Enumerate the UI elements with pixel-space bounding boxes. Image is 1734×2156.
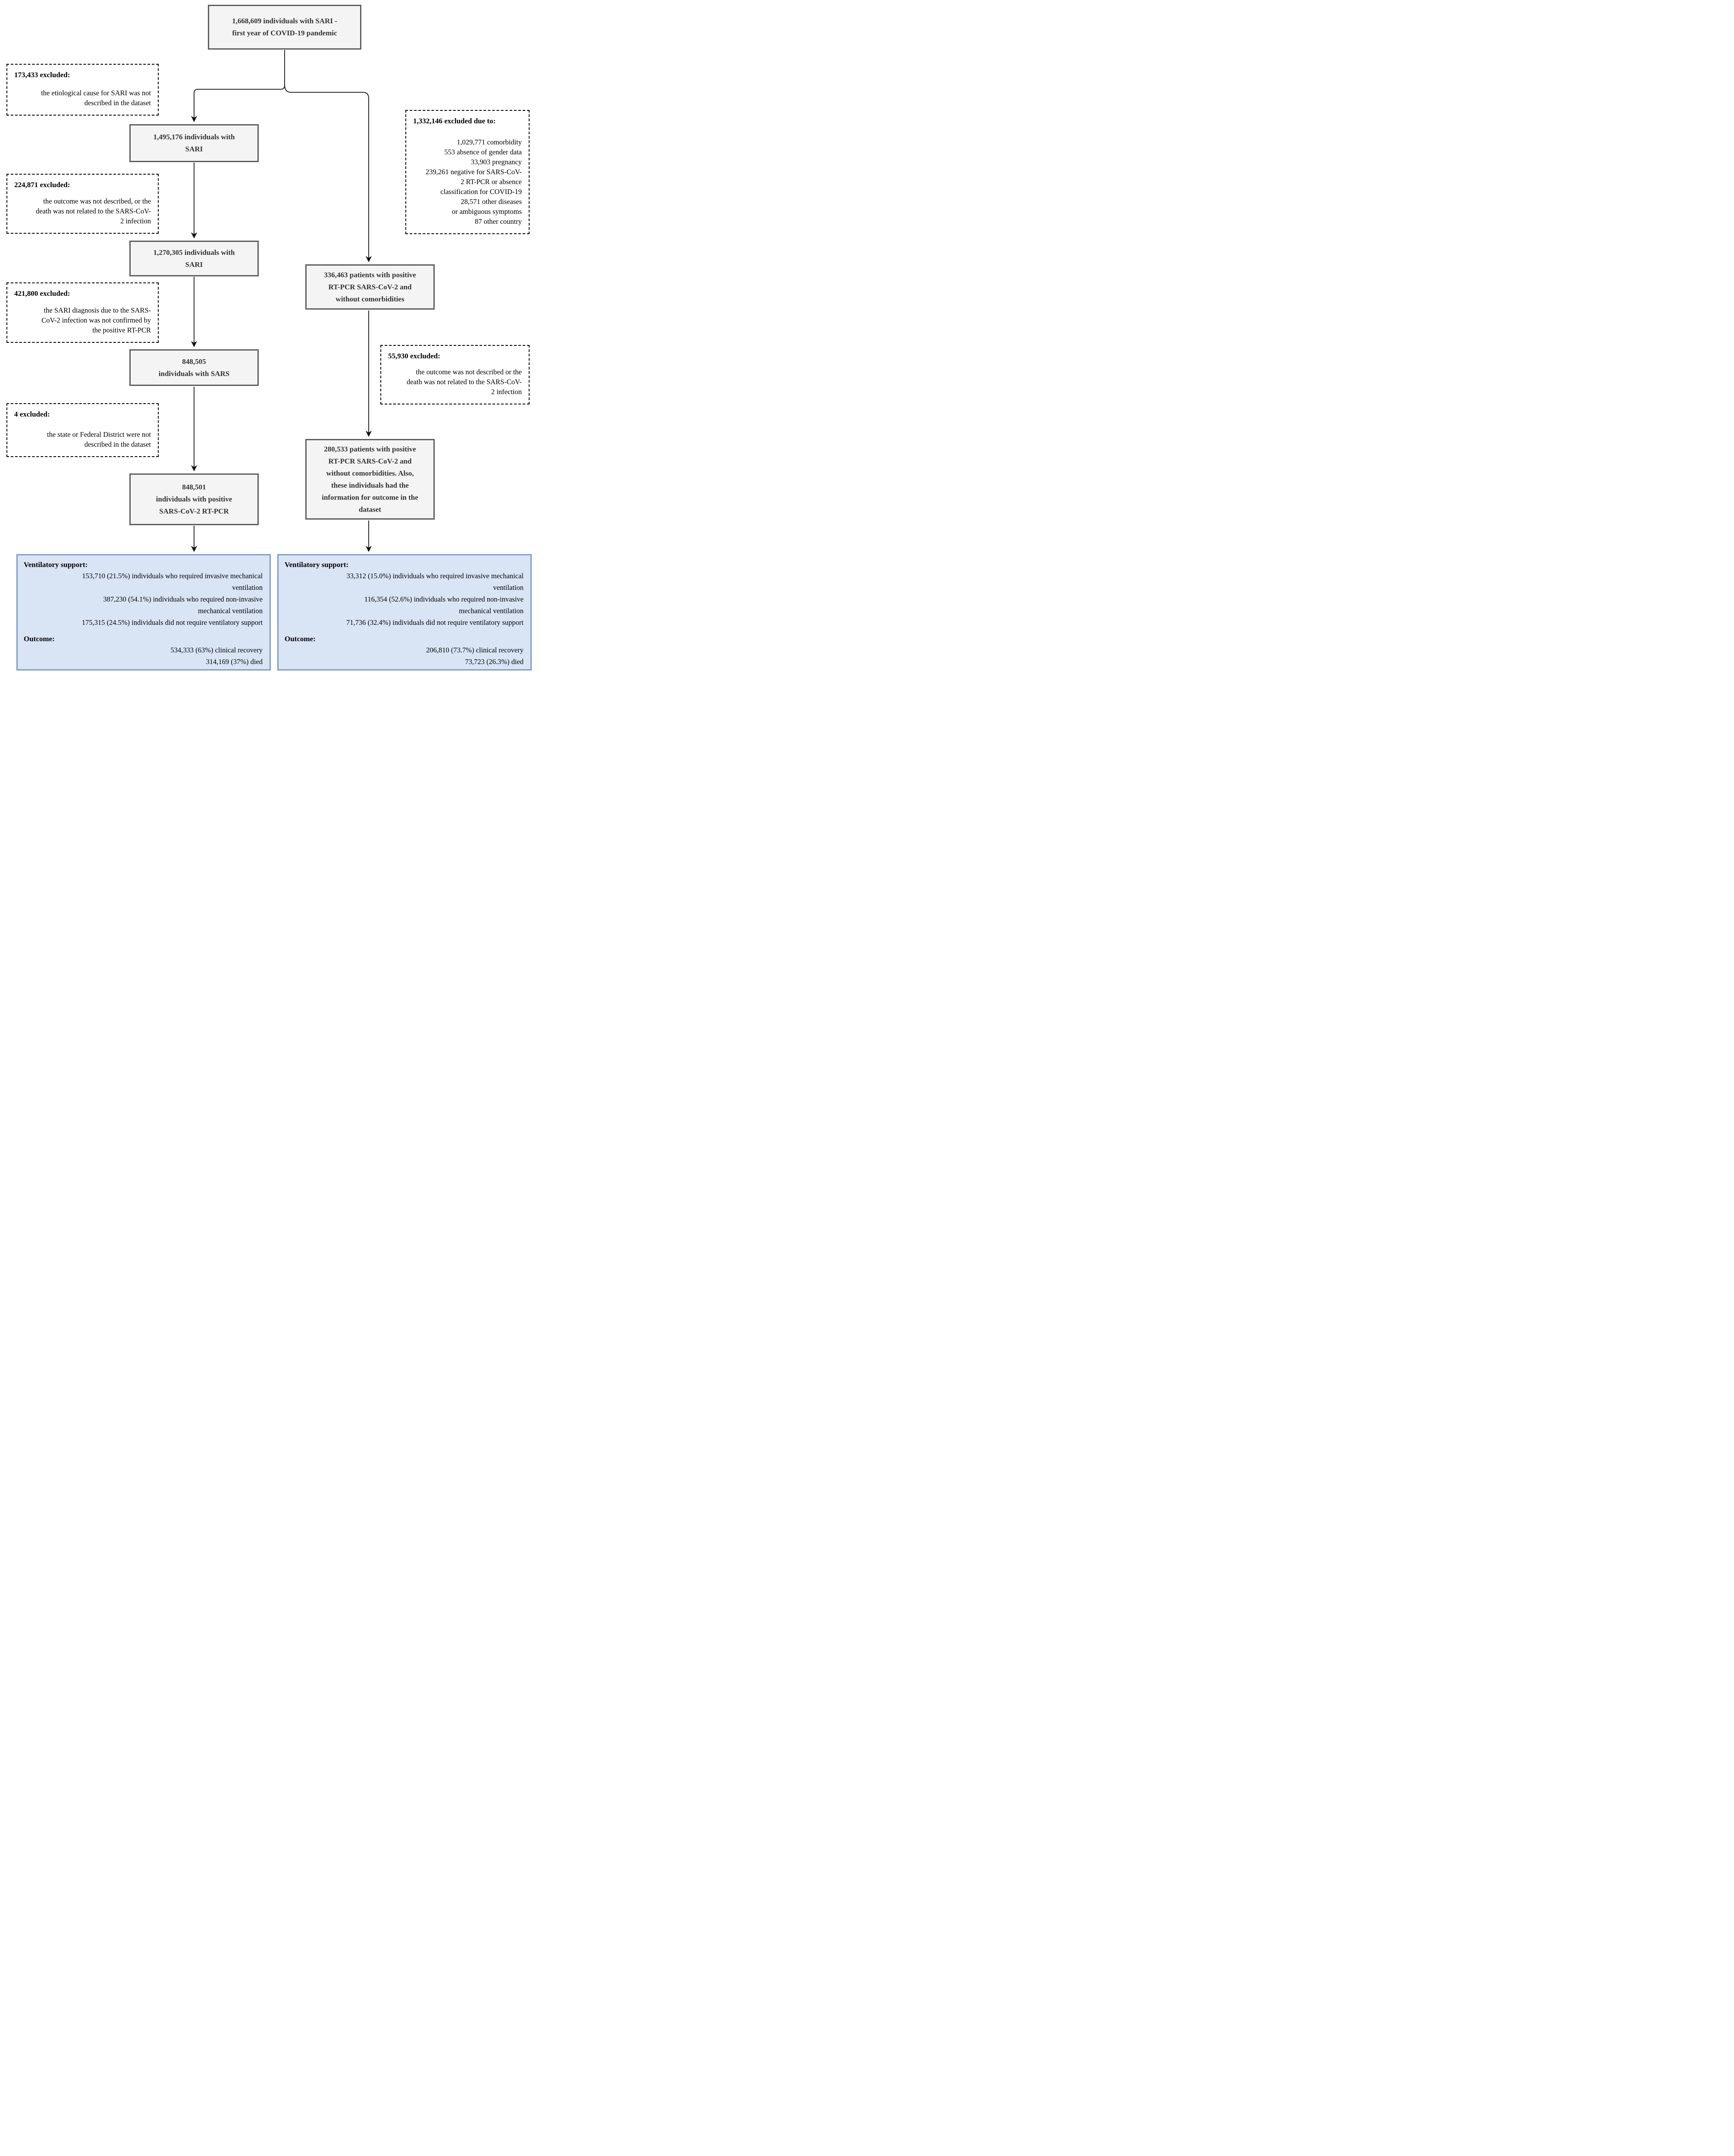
outcome-label: Outcome: bbox=[24, 635, 55, 643]
outcome-label: Outcome: bbox=[285, 635, 316, 643]
node-pcr-848501: 848,501 individuals with positive SARS-C… bbox=[129, 473, 259, 525]
exclusion-box-55930: 55,930 excluded: the outcome was not des… bbox=[380, 345, 530, 404]
flow-diagram: 1,668,609 individuals with SARI - first … bbox=[0, 0, 535, 674]
node-sars-848505: 848,505 individuals with SARS bbox=[129, 349, 259, 386]
outcome-box-right: Ventilatory support: 33,312 (15.0%) indi… bbox=[277, 554, 532, 671]
exclusion-title: 173,433 excluded: bbox=[14, 71, 70, 79]
exclusion-reason: 1,029,771 comorbidity 553 absence of gen… bbox=[425, 138, 522, 226]
exclusion-reason: the state or Federal District were not d… bbox=[47, 430, 151, 448]
ventilatory-support-stats: 153,710 (21.5%) individuals who required… bbox=[82, 572, 263, 627]
exclusion-box-1332146: 1,332,146 excluded due to: 1,029,771 com… bbox=[405, 110, 530, 234]
node-total-sari: 1,668,609 individuals with SARI - first … bbox=[208, 5, 361, 50]
outcome-stats: 534,333 (63%) clinical recovery 314,169 … bbox=[170, 646, 263, 666]
exclusion-title: 1,332,146 excluded due to: bbox=[413, 117, 496, 125]
exclusion-reason: the etiological cause for SARI was not d… bbox=[41, 89, 151, 107]
flow-arrow-top-to-right-branch bbox=[284, 84, 372, 263]
ventilatory-support-stats: 33,312 (15.0%) individuals who required … bbox=[346, 572, 524, 627]
node-sari-1270305: 1,270,305 individuals with SARI bbox=[129, 241, 259, 276]
exclusion-box-4: 4 excluded: the state or Federal Distric… bbox=[6, 403, 159, 457]
exclusion-title: 55,930 excluded: bbox=[388, 352, 440, 360]
exclusion-box-224871: 224,871 excluded: the outcome was not de… bbox=[6, 174, 159, 234]
outcome-box-left: Ventilatory support: 153,710 (21.5%) ind… bbox=[16, 554, 271, 671]
exclusion-title: 4 excluded: bbox=[14, 410, 50, 418]
exclusion-reason: the SARI diagnosis due to the SARS- CoV-… bbox=[41, 306, 151, 334]
node-positive-336463: 336,463 patients with positive RT-PCR SA… bbox=[305, 264, 435, 310]
exclusion-title: 421,800 excluded: bbox=[14, 289, 70, 298]
outcome-stats: 206,810 (73.7%) clinical recovery 73,723… bbox=[426, 646, 524, 666]
exclusion-reason: the outcome was not described, or the de… bbox=[35, 197, 151, 225]
node-positive-280533: 280,533 patients with positive RT-PCR SA… bbox=[305, 439, 435, 520]
ventilatory-support-label: Ventilatory support: bbox=[24, 561, 88, 569]
ventilatory-support-label: Ventilatory support: bbox=[285, 561, 349, 569]
exclusion-box-173433: 173,433 excluded: the etiological cause … bbox=[6, 64, 159, 116]
exclusion-title: 224,871 excluded: bbox=[14, 181, 70, 189]
exclusion-box-421800: 421,800 excluded: the SARI diagnosis due… bbox=[6, 282, 159, 343]
node-sari-1495176: 1,495,176 individuals with SARI bbox=[129, 124, 259, 162]
exclusion-reason: the outcome was not described or the dea… bbox=[406, 368, 522, 396]
flow-arrow-top-to-left-branch bbox=[191, 50, 285, 122]
